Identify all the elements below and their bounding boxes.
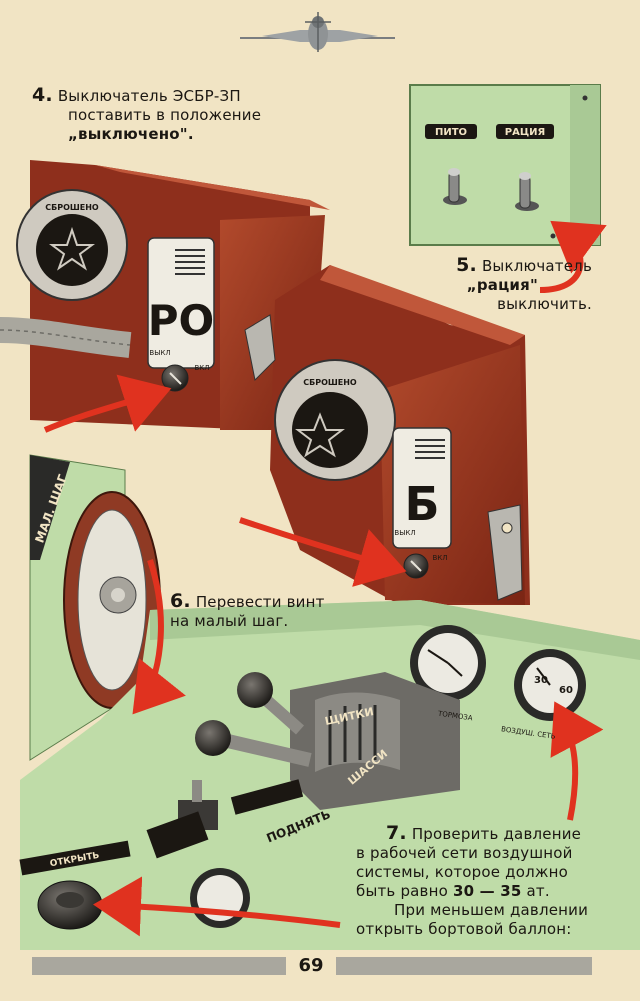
step-5-number: 5.	[456, 254, 477, 276]
step-5-text: 5. Выключатель „рация" выключить.	[400, 256, 592, 314]
step-7-line-1: Проверить давление	[411, 825, 582, 843]
pito-toggle-switch[interactable]	[443, 168, 467, 205]
step-5-line-1: Выключатель	[481, 257, 592, 275]
air-bottle-valve-knob[interactable]	[37, 880, 103, 930]
step-7-line-4-prefix: быть равно	[356, 882, 453, 900]
box2-vkl-label: ВКЛ	[432, 554, 447, 562]
box2-dial-label: СБРОШЕНО	[303, 378, 357, 387]
radio-switch-panel	[409, 84, 601, 246]
step-5-line-2: „рация"	[466, 276, 538, 294]
step-4-text: 4. Выключатель ЭСБР-ЗП поставить в полож…	[32, 86, 261, 144]
propeller-pitch-wheel	[29, 454, 161, 761]
label-radio: РАЦИЯ	[505, 127, 545, 138]
step-7-line-5: При меньшем давлении	[394, 901, 589, 919]
step-7-text: 7. Проверить давление в рабочей сети воз…	[356, 824, 588, 939]
gauge-label-60: 60	[559, 685, 573, 696]
page-number: 69	[286, 953, 336, 979]
step-7-number: 7.	[386, 822, 407, 844]
radio-toggle-switch[interactable]	[515, 172, 539, 211]
step-6-number: 6.	[170, 590, 191, 612]
step-6-line-2: на малый шаг.	[170, 612, 289, 630]
step-7-pressure-range: 30 — 35	[452, 882, 522, 900]
step-4-line-3: „выключено".	[68, 125, 194, 143]
landing-gear-lever[interactable]	[195, 720, 312, 767]
step-7-line-3: системы, которое должно	[356, 863, 568, 881]
box1-vykl-label: ВЫКЛ	[149, 349, 170, 357]
radio-box-b	[244, 265, 530, 605]
step-6-line-1: Перевести винт	[195, 593, 325, 611]
box2-vykl-label: ВЫКЛ	[394, 529, 415, 537]
flaps-lever[interactable]	[237, 672, 304, 735]
label-pito: ПИТО	[435, 127, 467, 138]
step-5-line-3: выключить.	[497, 295, 592, 313]
box1-dial-label: СБРОШЕНО	[45, 203, 99, 212]
gauge-label-30: 30	[534, 675, 548, 686]
box1-plate-letters: РО	[148, 296, 215, 345]
arrow-to-radio-switch	[539, 220, 607, 293]
arrow-to-esbr-switch	[43, 374, 172, 433]
arrow-to-box-b-switch	[239, 517, 407, 587]
box2-plate-letter: Б	[404, 477, 439, 531]
arrow-to-valve-knob	[93, 876, 341, 937]
arrow-to-pitch-wheel	[132, 559, 186, 715]
step-4-line-2: поставить в положение	[68, 106, 262, 124]
box1-vkl-label: ВКЛ	[194, 364, 209, 372]
step-4-number: 4.	[32, 84, 53, 106]
airplane-emblem-icon	[240, 12, 395, 52]
step-4-line-1: Выключатель ЭСБР-ЗП	[57, 87, 241, 105]
arrow-to-air-gauge	[550, 701, 604, 821]
step-7-line-4-suffix: ат.	[521, 882, 550, 900]
radio-box-ro	[0, 160, 330, 430]
step-7-line-6: открыть бортовой баллон:	[356, 920, 572, 938]
brake-pressure-gauge	[410, 625, 486, 701]
air-system-pressure-gauge	[514, 649, 586, 721]
step-7-line-2: в рабочей сети воздушной	[356, 844, 573, 862]
step-6-text: 6. Перевести винт на малый шаг.	[170, 592, 325, 631]
